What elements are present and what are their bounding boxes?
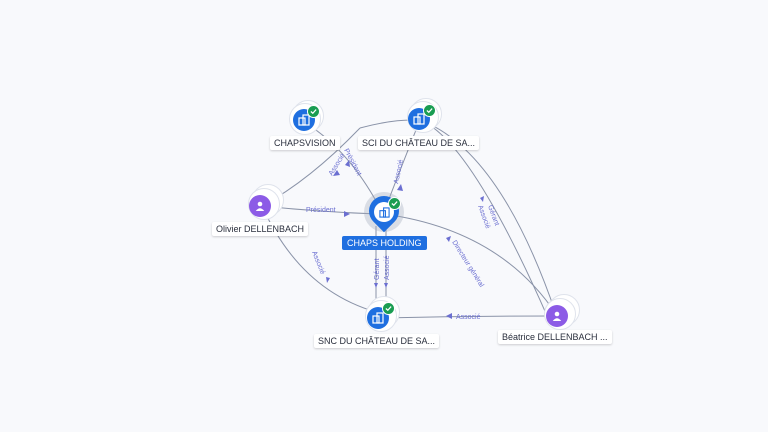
verified-check-icon	[423, 104, 436, 117]
edge-arrow	[344, 211, 350, 217]
edge-beatrice-chaps-holding[interactable]	[383, 213, 557, 315]
node-label: SCI DU CHÂTEAU DE SA...	[358, 136, 480, 150]
verified-check-icon	[382, 302, 395, 315]
person-avatar-icon	[546, 305, 568, 327]
edge-arrow	[345, 160, 350, 167]
node-label-focus: CHAPS HOLDING	[342, 236, 427, 250]
edge-label-snc-chaps-holding-2: Associé	[384, 255, 391, 280]
edge-label-beatrice-chaps-holding: Directeur général	[450, 239, 485, 289]
edge-arrow	[333, 170, 340, 176]
edge-label-olivier-snc: Associé	[310, 250, 326, 275]
edge-label-chapsvision-chaps-holding: Président	[342, 148, 362, 177]
node-olivier-dellenbach[interactable]: Olivier DELLENBACH	[212, 184, 312, 238]
edge-sci-beatrice-1[interactable]	[419, 119, 557, 315]
edge-beatrice-snc[interactable]	[381, 315, 557, 319]
edge-arrow	[326, 277, 330, 283]
node-chapsvision[interactable]: CHAPSVISION	[270, 100, 342, 152]
edge-arrow	[446, 236, 451, 242]
building-icon	[378, 206, 390, 218]
node-label: Olivier DELLENBACH	[212, 222, 309, 236]
edge-label-beatrice-snc: Associé	[456, 314, 481, 321]
verified-check-icon	[388, 197, 401, 210]
edge-arrow	[384, 283, 388, 288]
edge-arrow	[374, 283, 378, 288]
edge-label-olivier-chaps-holding: Président	[306, 207, 336, 214]
edge-arrow	[397, 184, 403, 191]
node-chaps-holding[interactable]: CHAPS HOLDING	[340, 189, 430, 254]
node-label: Béatrice DELLENBACH ...	[498, 330, 612, 344]
edge-label-snc-chaps-holding-1: Gérant	[374, 259, 381, 280]
node-beatrice-dellenbach[interactable]: Béatrice DELLENBACH ...	[498, 294, 620, 348]
edge-arrow	[480, 196, 484, 202]
person-icon	[255, 201, 265, 211]
edge-arrow	[446, 313, 452, 319]
node-sci-du-chateau[interactable]: SCI DU CHÂTEAU DE SA...	[356, 98, 484, 152]
building-icon	[372, 312, 384, 324]
building-icon	[413, 113, 425, 125]
building-icon	[298, 114, 310, 126]
node-label: CHAPSVISION	[270, 136, 340, 150]
verified-check-icon	[307, 105, 320, 118]
person-avatar-icon	[249, 195, 271, 217]
person-icon	[552, 311, 562, 321]
node-snc-du-chateau[interactable]: SNC DU CHÂTEAU DE SA...	[314, 296, 446, 350]
edge-label-sci-chaps-holding: Associé	[393, 159, 405, 185]
node-label: SNC DU CHÂTEAU DE SA...	[314, 334, 440, 348]
